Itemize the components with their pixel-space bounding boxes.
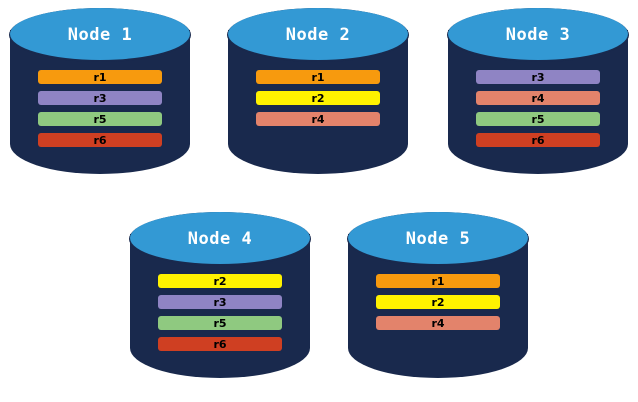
replica-label: r4 — [431, 316, 445, 330]
replica-list: r1 r2 r4 — [256, 70, 380, 126]
replica-label: r1 — [311, 70, 325, 84]
cylinder-top: Node 3 — [448, 8, 628, 60]
replica-label: r3 — [213, 295, 227, 309]
database-node[interactable]: Node 1 r1 r3 r5 r6 — [10, 8, 190, 193]
replica-label: r2 — [213, 274, 227, 288]
cylinder-top: Node 1 — [10, 8, 190, 60]
node-title: Node 5 — [405, 229, 471, 249]
replica-label: r2 — [431, 295, 445, 309]
replica-bar[interactable]: r5 — [158, 316, 282, 330]
replica-list: r1 r3 r5 r6 — [38, 70, 162, 147]
replica-label: r3 — [531, 70, 545, 84]
node-title: Node 4 — [187, 229, 253, 249]
cylinder-top: Node 4 — [130, 212, 310, 264]
replica-bar[interactable]: r4 — [256, 112, 380, 126]
replica-bar[interactable]: r5 — [38, 112, 162, 126]
replica-bar[interactable]: r3 — [158, 295, 282, 309]
replica-bar[interactable]: r4 — [376, 316, 500, 330]
replica-bar[interactable]: r2 — [376, 295, 500, 309]
database-node[interactable]: Node 4 r2 r3 r5 r6 — [130, 212, 310, 397]
replica-bar[interactable]: r6 — [476, 133, 600, 147]
replica-label: r1 — [431, 274, 445, 288]
replica-bar[interactable]: r1 — [256, 70, 380, 84]
database-node[interactable]: Node 3 r3 r4 r5 r6 — [448, 8, 628, 193]
replica-bar[interactable]: r6 — [158, 337, 282, 351]
replica-list: r2 r3 r5 r6 — [158, 274, 282, 351]
node-title: Node 1 — [67, 25, 133, 45]
replica-bar[interactable]: r2 — [256, 91, 380, 105]
replica-label: r5 — [213, 316, 227, 330]
replica-label: r4 — [311, 112, 325, 126]
replica-bar[interactable]: r1 — [376, 274, 500, 288]
database-node[interactable]: Node 5 r1 r2 r4 — [348, 212, 528, 397]
replica-bar[interactable]: r4 — [476, 91, 600, 105]
replica-bar[interactable]: r3 — [38, 91, 162, 105]
replica-bar[interactable]: r1 — [38, 70, 162, 84]
replica-label: r6 — [531, 133, 545, 147]
replica-label: r3 — [93, 91, 107, 105]
cylinder-top: Node 5 — [348, 212, 528, 264]
replica-label: r5 — [531, 112, 545, 126]
replica-bar[interactable]: r5 — [476, 112, 600, 126]
replica-label: r4 — [531, 91, 545, 105]
replica-label: r2 — [311, 91, 325, 105]
replica-label: r6 — [213, 337, 227, 351]
replica-label: r5 — [93, 112, 107, 126]
replica-label: r1 — [93, 70, 107, 84]
replica-list: r3 r4 r5 r6 — [476, 70, 600, 147]
replica-bar[interactable]: r6 — [38, 133, 162, 147]
node-title: Node 2 — [285, 25, 351, 45]
replica-label: r6 — [93, 133, 107, 147]
node-title: Node 3 — [505, 25, 571, 45]
replica-bar[interactable]: r3 — [476, 70, 600, 84]
replica-list: r1 r2 r4 — [376, 274, 500, 330]
database-node[interactable]: Node 2 r1 r2 r4 — [228, 8, 408, 193]
replica-bar[interactable]: r2 — [158, 274, 282, 288]
cylinder-top: Node 2 — [228, 8, 408, 60]
